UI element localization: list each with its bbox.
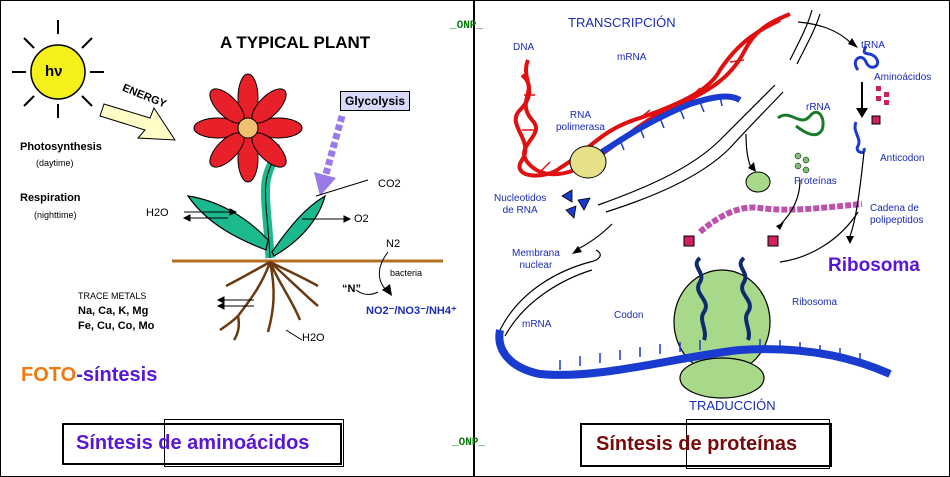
small-ribosome <box>745 171 771 193</box>
bacteria-label: bacteria <box>390 268 423 278</box>
amino-acid-synthesis-text: Síntesis de aminoácidos <box>76 432 309 455</box>
n-label: “N” <box>342 283 361 295</box>
leaf-left <box>186 195 269 251</box>
nitrogen-arrow <box>378 251 389 293</box>
glycolysis-label: Glycolysis <box>340 91 411 111</box>
h2o-root-label: H2O <box>302 332 325 344</box>
rna-nucleotides <box>561 189 591 219</box>
protein-dots <box>794 152 810 174</box>
glycolysis-arrow <box>314 115 346 196</box>
trace-metals-line2: Fe, Cu, Co, Mo <box>78 320 155 332</box>
trace-metals-title: TRACE METALS <box>78 291 147 301</box>
rna-polimerasa-label: RNA polimerasa <box>556 110 605 133</box>
trace-metals-line1: Na, Ca, K, Mg <box>78 305 149 317</box>
amino-acid-synthesis-box: Síntesis de aminoácidos <box>62 419 344 467</box>
transcripcion-label: TRANSCRIPCIÓN <box>568 15 676 30</box>
watermark-top: _ONP_ <box>450 20 484 32</box>
trna-on-ribosome <box>694 256 752 341</box>
sun-icon <box>12 20 104 118</box>
plant-roots <box>219 260 319 341</box>
dna-label: DNA <box>513 42 535 53</box>
amino-acid-inner-box <box>164 419 344 467</box>
co2-label: CO2 <box>378 178 401 190</box>
ribosoma-label: Ribosoma <box>792 297 838 308</box>
traduccion-label: TRADUCCIÓN <box>689 398 776 413</box>
flower-icon <box>193 73 303 183</box>
energy-arrow <box>99 103 176 141</box>
gas-arrows <box>182 179 369 341</box>
rrna-strand <box>777 110 825 137</box>
h2o-leaf-label: H2O <box>146 207 169 219</box>
mrna-top-label: mRNA <box>617 52 647 63</box>
mrna-left-label: mRNA <box>522 319 552 330</box>
membrana-label: Membrana nuclear <box>512 248 560 271</box>
nuclear-membrane <box>499 9 821 337</box>
ribosome-small-subunit <box>679 357 765 399</box>
codon-label: Codon <box>614 310 644 321</box>
trna-label: tRNA <box>861 40 885 51</box>
rrna-label: rRNA <box>806 102 831 113</box>
dna-helix <box>513 12 791 178</box>
watermark-bottom: _ONP_ <box>452 437 486 449</box>
protein-synthesis-text: Síntesis de proteínas <box>596 433 797 456</box>
protein-part1: Síntesis <box>596 433 679 455</box>
proteinas-label: Proteínas <box>794 176 837 187</box>
photosynthesis-label: Photosynthesis <box>20 141 102 153</box>
center-divider <box>473 0 475 477</box>
nitrogen-forms-label: NO2⁻/NO3⁻/NH4⁺ <box>366 305 457 317</box>
plant-title: A TYPICAL PLANT <box>220 33 371 52</box>
codon-ticks <box>559 339 861 370</box>
amino-acid-part2: de aminoácidos <box>158 432 310 454</box>
ribosoma-title: Ribosoma <box>828 255 920 276</box>
o2-label: O2 <box>354 213 369 225</box>
anticodon-label: Anticodon <box>880 153 925 164</box>
amino-acid-part1: Síntesis <box>76 432 159 454</box>
aminoacidos-label: Aminoácidos <box>874 72 932 83</box>
mrna-strand-bottom <box>495 329 892 379</box>
flower-center <box>237 117 259 139</box>
polypeptide-chain <box>698 201 863 235</box>
foto-sintesis-label: FOTO-síntesis <box>21 364 157 387</box>
leaf-right <box>271 194 326 257</box>
respiration-label: Respiration <box>20 192 81 204</box>
foto-part2: -síntesis <box>76 364 158 386</box>
trna-top <box>853 45 880 71</box>
protein-synthesis-box: Síntesis de proteínas <box>580 419 832 469</box>
cadena-label: Cadena de polipeptidos <box>870 203 924 226</box>
protein-part2: de proteínas <box>678 433 798 455</box>
amino-acids-dots <box>876 86 889 105</box>
foto-part1: FOTO <box>21 364 77 386</box>
dna-rungs <box>522 25 771 173</box>
protein-inner-box <box>686 419 830 469</box>
mrna-strand-top <box>588 93 742 163</box>
n2-label: N2 <box>386 238 401 250</box>
nucleotidos-label: Nucleotidos de RNA <box>494 193 547 216</box>
photosynthesis-time: (daytime) <box>36 158 74 168</box>
rna-polymerase <box>569 145 607 179</box>
respiration-time: (nighttime) <box>34 210 77 220</box>
sun-label: hν <box>45 63 63 80</box>
